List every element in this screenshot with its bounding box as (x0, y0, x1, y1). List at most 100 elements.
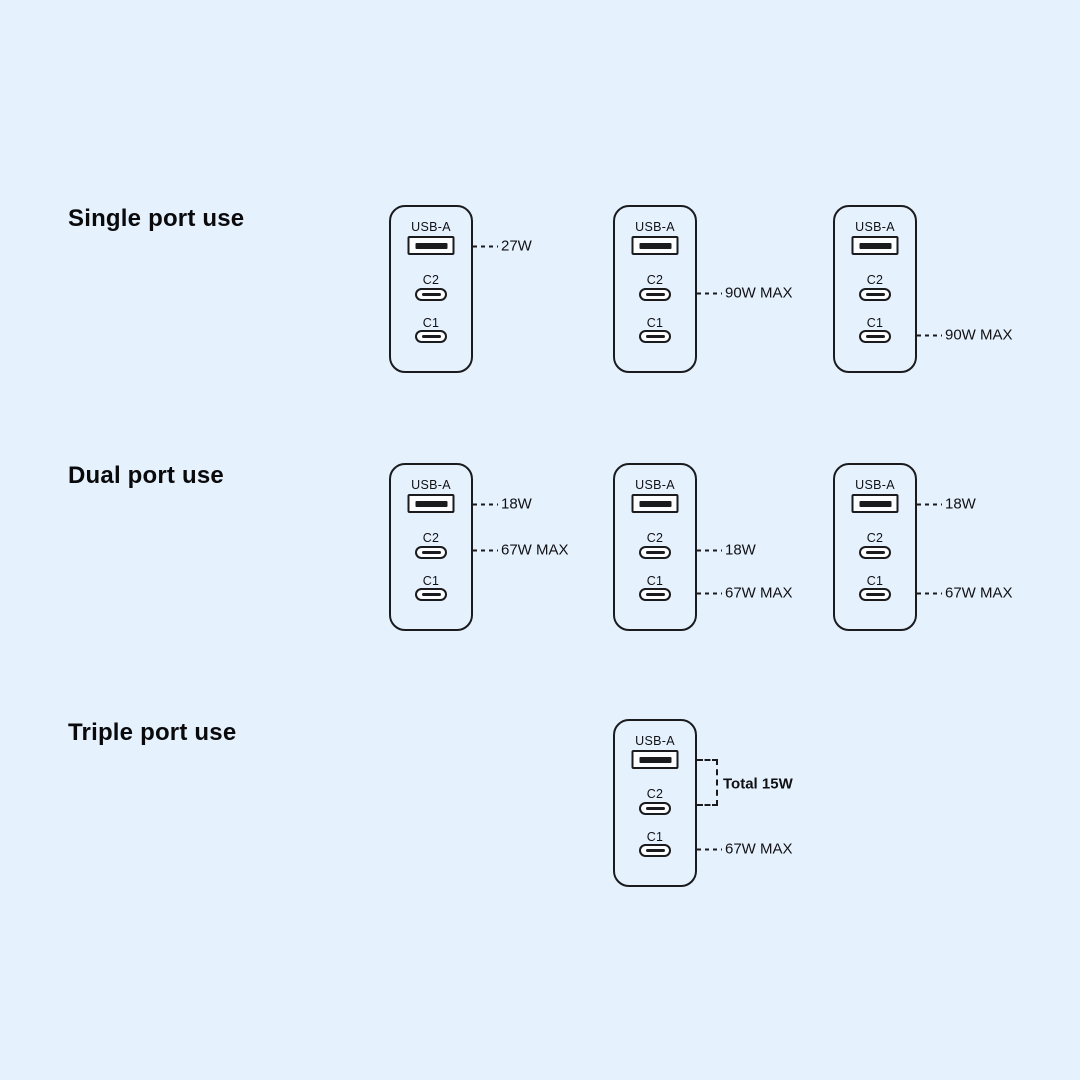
section-title-single-port: Single port use (68, 205, 245, 232)
usb-a-pin (859, 242, 891, 249)
usb-a-port-label: USB-A (411, 220, 451, 234)
usb-c-port-c1 (639, 844, 671, 857)
usb-a-pin (859, 500, 891, 507)
usb-c-pin (645, 807, 665, 810)
usb-c1-port-label: C1 (866, 316, 884, 330)
usb-c2-port-label: C2 (866, 273, 884, 287)
usb-a-port (631, 494, 679, 513)
power-callout: 18W (917, 496, 976, 513)
usb-a-port-label: USB-A (411, 478, 451, 492)
usb-a-port-label: USB-A (855, 478, 895, 492)
usb-c-port-c1 (859, 588, 891, 601)
usb-c-pin (865, 293, 885, 296)
usb-a-port-label: USB-A (635, 478, 675, 492)
usb-c1-port-label: C1 (866, 574, 884, 588)
dashed-line-icon (473, 245, 498, 247)
usb-a-port (407, 494, 455, 513)
usb-c1-port-label: C1 (646, 316, 664, 330)
usb-c-pin (645, 849, 665, 852)
usb-a-port (851, 236, 899, 255)
usb-c2-port-label: C2 (646, 273, 664, 287)
power-label: 67W MAX (945, 584, 1013, 602)
usb-a-pin (639, 756, 671, 763)
power-label: 18W (945, 495, 976, 513)
power-callout: 90W MAX (697, 285, 793, 302)
dashed-line-icon (917, 334, 942, 336)
usb-c1-port-label: C1 (646, 830, 664, 844)
charger-device: USB-A C2 C1 (389, 463, 473, 631)
power-label: 67W MAX (501, 541, 569, 559)
power-callout: 18W (697, 542, 756, 559)
usb-c-pin (865, 593, 885, 596)
usb-c-pin (421, 293, 441, 296)
dashed-line-icon (917, 592, 942, 594)
power-label: 67W MAX (725, 584, 793, 602)
usb-c2-port-label: C2 (646, 531, 664, 545)
charger-device: USB-A C2 C1 (613, 463, 697, 631)
usb-a-port (407, 236, 455, 255)
power-callout: 90W MAX (917, 327, 1013, 344)
dashed-line-icon (697, 848, 722, 850)
usb-a-port-label: USB-A (635, 734, 675, 748)
usb-c2-port-label: C2 (422, 531, 440, 545)
usb-c-pin (645, 551, 665, 554)
usb-c-port-c2 (639, 546, 671, 559)
charger-device: USB-A C2 C1 (613, 719, 697, 887)
power-callout: 67W MAX (697, 841, 793, 858)
usb-c1-port-label: C1 (422, 316, 440, 330)
power-label: 90W MAX (725, 284, 793, 302)
usb-c-port-c1 (859, 330, 891, 343)
usb-c-port-c1 (415, 330, 447, 343)
dashed-line-icon (697, 549, 722, 551)
charger-device: USB-A C2 C1 (833, 463, 917, 631)
usb-c-pin (645, 593, 665, 596)
usb-c-pin (645, 335, 665, 338)
usb-a-pin (639, 242, 671, 249)
power-label-total: Total 15W (723, 775, 793, 793)
dashed-line-icon (917, 503, 942, 505)
usb-c-port-c2 (859, 288, 891, 301)
dashed-bracket-icon (697, 759, 718, 806)
usb-c2-port-label: C2 (422, 273, 440, 287)
usb-c1-port-label: C1 (646, 574, 664, 588)
dashed-line-icon (473, 503, 498, 505)
power-callout: 18W (473, 496, 532, 513)
power-label: 67W MAX (725, 840, 793, 858)
power-label: 18W (725, 541, 756, 559)
usb-c-port-c1 (639, 330, 671, 343)
usb-c-port-c2 (639, 288, 671, 301)
usb-c-port-c2 (415, 546, 447, 559)
usb-c-pin (865, 335, 885, 338)
usb-c-pin (645, 293, 665, 296)
usb-c-pin (421, 593, 441, 596)
dashed-line-icon (697, 592, 722, 594)
power-label: 27W (501, 237, 532, 255)
usb-a-pin (639, 500, 671, 507)
usb-c2-port-label: C2 (866, 531, 884, 545)
power-callout: 27W (473, 238, 532, 255)
dashed-line-icon (697, 292, 722, 294)
usb-c-port-c1 (415, 588, 447, 601)
dashed-line-icon (473, 549, 498, 551)
charger-device: USB-A C2 C1 (833, 205, 917, 373)
usb-c-pin (421, 551, 441, 554)
usb-c-pin (865, 551, 885, 554)
charger-device: USB-A C2 C1 (389, 205, 473, 373)
usb-a-port (851, 494, 899, 513)
usb-a-port (631, 750, 679, 769)
usb-a-pin (415, 242, 447, 249)
usb-c-port-c2 (639, 802, 671, 815)
usb-c-port-c1 (639, 588, 671, 601)
usb-c2-port-label: C2 (646, 787, 664, 801)
section-title-triple-port: Triple port use (68, 719, 237, 746)
power-callout: 67W MAX (473, 542, 569, 559)
usb-c1-port-label: C1 (422, 574, 440, 588)
charger-device: USB-A C2 C1 (613, 205, 697, 373)
power-label: 18W (501, 495, 532, 513)
power-callout: 67W MAX (697, 585, 793, 602)
usb-c-port-c2 (415, 288, 447, 301)
power-label: 90W MAX (945, 326, 1013, 344)
usb-c-pin (421, 335, 441, 338)
usb-c-port-c2 (859, 546, 891, 559)
